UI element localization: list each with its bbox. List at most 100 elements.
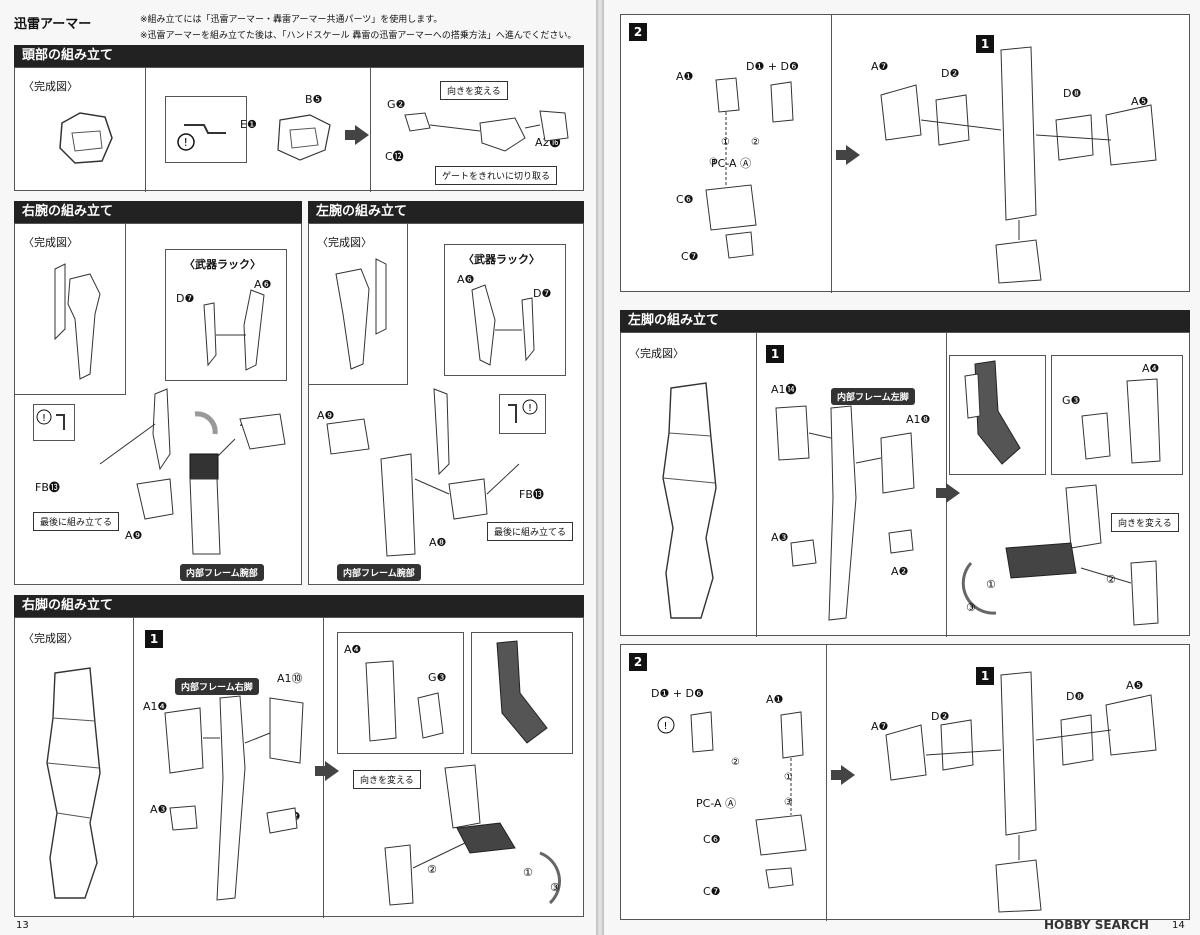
part-label: A❻ [254,278,272,291]
part-label: D❼ [533,287,552,300]
rot-1-icon: ① [986,578,996,591]
part-label: D❷ [941,67,960,80]
step-number: 2 [629,653,647,671]
torso-step-section: 2 A❶ D❶ + D❻ PC-A Ⓐ C❻ C❼ ① ② ③ 1 A❼ D❷ … [620,14,1190,293]
detail-box-2 [471,632,573,754]
rot-2-icon: ② [751,137,760,148]
part-label: A❽ [429,536,447,549]
step-number: 2 [629,23,647,41]
left-leg-title: 左脚の組み立て [620,310,1190,332]
part-label: A❷ [891,565,909,578]
left-leg-section: 〈完成図〉 1 内部フレーム左脚 A1⓮ A1❽ A❸ A❷ [620,332,1190,637]
part-label: FB⓭ [35,481,60,494]
right-leg-complete-image [46,667,101,899]
detail-box: A❹ G❸ [337,632,464,754]
complete-label: 〈完成図〉 [317,236,372,249]
left-leg-frame-image [775,405,915,621]
weapon-rack-image [203,289,265,371]
part-label: A❺ [1131,95,1149,108]
part-label: A❶ [676,70,694,83]
divider [826,645,827,921]
flow-arrow [936,488,946,498]
exclamation-icon: ! [508,399,538,423]
right-arm-assembly-image [99,388,286,555]
part-label: D❽ [1063,87,1082,100]
torso-parts-image: ① ② ③ [705,77,794,259]
weapon-rack-box: 〈武器ラック〉 A❻ D❼ [444,244,566,376]
part-label: A❸ [771,531,789,544]
head-complete-label: 〈完成図〉 [23,80,78,93]
part-label: A❺ [1126,679,1144,692]
note-1: ※組み立てには「迅雷アーマー・轟雷アーマー共通パーツ」を使用します。 [140,15,443,25]
part-label: PC-A Ⓐ [696,797,737,810]
part-label: C❻ [703,833,721,846]
exclamation-icon: ! [36,409,65,430]
part-label: G❸ [1062,394,1081,407]
flow-arrow [315,766,325,776]
foot-dark-image [496,640,548,744]
part-label: A❶ [766,693,784,706]
callout-rotate: 向きを変える [440,81,508,100]
rot-2-icon: ② [731,757,740,768]
step-number: 1 [976,667,994,685]
torso-parts-image-2: ! ① ② ③ [657,711,807,889]
part-label: A❻ [457,273,475,286]
divider [831,15,832,293]
flow-arrow-head [841,765,855,785]
detail-callout: ! [33,404,75,441]
part-label: A❾ [317,409,335,422]
note-2: ※迅雷アーマーを組み立てた後は、「ハンドスケール 轟雷の迅雷アーマーへの搭乗方法… [140,31,577,41]
part-label: A1❹ [143,700,168,713]
divider [145,68,146,192]
frame-label: 内部フレーム腕部 [180,564,264,581]
foot-detail-image [1081,378,1161,464]
part-label: B❺ [305,93,323,106]
rot-3-icon: ③ [784,797,793,808]
torso-assembly-image-2 [885,671,1157,913]
rot-1-icon: ① [721,137,730,148]
page-number: 14 [1172,920,1185,931]
part-label: C⓬ [385,150,404,163]
left-leg-complete-box: 〈完成図〉 [621,333,757,637]
flow-arrow-head [355,125,369,145]
right-arm-title: 右腕の組み立て [14,201,302,223]
frame-label: 内部フレーム左脚 [831,388,915,405]
head-section: 〈完成図〉 ! E❶ B❺ G❷ [14,67,584,192]
part-label: A1❽ [906,413,931,426]
page-title: 迅雷アーマー [14,17,92,32]
step-number: 1 [145,630,163,648]
right-leg-section: 〈完成図〉 1 内部フレーム右脚 A1⓾ A1❹ A❸ A❷ [14,617,584,918]
part-label: D❽ [1066,690,1085,703]
part-label: A❾ [125,529,143,542]
rot-3-icon: ③ [966,601,976,614]
left-leg-foot-assembly: ① ② ③ [961,484,1159,626]
weapon-rack-label: 〈武器ラック〉 [184,258,261,271]
right-arm-complete-image [54,263,101,380]
complete-label: 〈完成図〉 [23,632,78,645]
part-label: A❹ [1142,362,1160,375]
part-label: C❻ [676,193,694,206]
part-label: D❷ [931,710,950,723]
complete-label: 〈完成図〉 [23,236,78,249]
rot-1-icon: ① [523,866,533,879]
weapon-rack-label: 〈武器ラック〉 [463,253,540,266]
flow-arrow-head [946,483,960,503]
exclamation-icon [657,716,675,734]
weapon-rack-image [471,284,535,366]
left-page: 迅雷アーマー ※組み立てには「迅雷アーマー・轟雷アーマー共通パーツ」を使用します… [0,0,596,935]
exclamation-icon: ! [177,124,226,151]
right-arm-complete-box: 〈完成図〉 [15,224,126,395]
head-assembly-image [404,110,569,152]
part-label: PC-A Ⓐ [711,157,752,170]
part-label: G❷ [387,98,406,111]
flow-arrow [831,770,841,780]
right-leg-complete-box: 〈完成図〉 [15,618,134,918]
callout-rotate: 向きを変える [1111,513,1179,532]
callout-gate: ゲートをきれいに切り取る [435,166,558,185]
flow-arrow-head [325,761,339,781]
callout-last: 最後に組み立てる [487,522,574,541]
left-arm-complete-image [335,258,387,370]
right-leg-foot-assembly: ① ② ③ [384,764,561,906]
head-complete-image [59,112,113,164]
